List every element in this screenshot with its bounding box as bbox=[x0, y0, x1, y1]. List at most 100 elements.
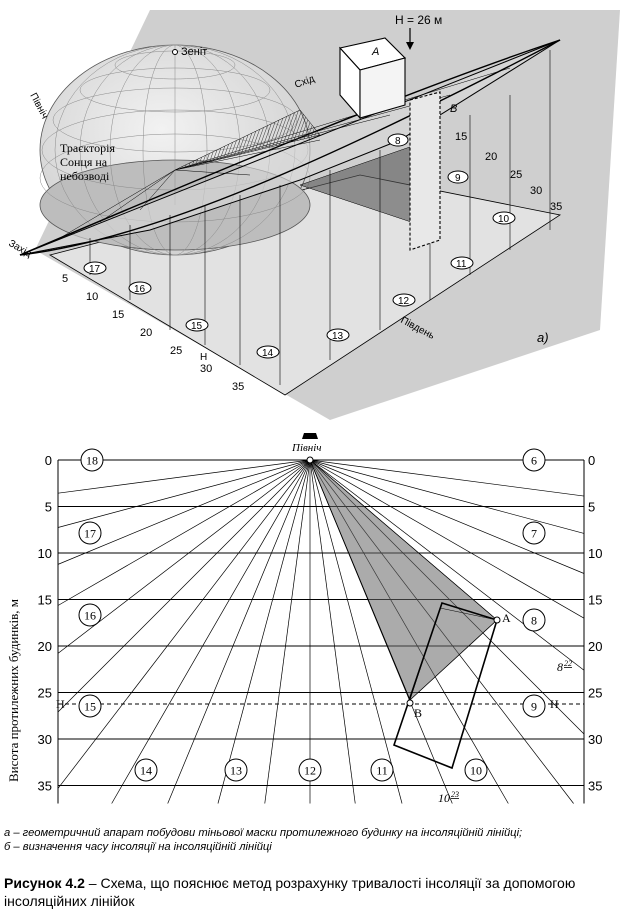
h-label: Н bbox=[200, 352, 207, 363]
svg-text:14: 14 bbox=[140, 764, 152, 778]
zenith-label: Зеніт bbox=[181, 46, 207, 58]
svg-text:11: 11 bbox=[456, 259, 467, 270]
level-label-right: 35 bbox=[588, 779, 602, 794]
svg-text:13: 13 bbox=[332, 331, 344, 342]
svg-text:6: 6 bbox=[531, 454, 537, 468]
figure-b-labels: Північ Н Н А В 8 22 10 23 Висота протиле… bbox=[6, 433, 572, 805]
svg-text:18: 18 bbox=[86, 454, 98, 468]
level-label-left: 15 bbox=[38, 593, 52, 608]
left-axis-25: 25 bbox=[170, 345, 182, 357]
level-label-right: 25 bbox=[588, 686, 602, 701]
trajectory-line-3: небозводі bbox=[60, 169, 110, 183]
left-axis-5: 5 bbox=[62, 273, 68, 285]
hour-circle-7: 7 bbox=[522, 521, 546, 545]
point-b-label: В bbox=[450, 103, 457, 115]
level-label-right: 0 bbox=[588, 453, 595, 468]
time-line bbox=[111, 459, 311, 804]
right-axis-35: 35 bbox=[550, 201, 562, 213]
point-b-label: В bbox=[414, 706, 422, 720]
level-label-right: 20 bbox=[588, 639, 602, 654]
right-axis-30: 30 bbox=[530, 185, 542, 197]
hour-circle-13: 13 bbox=[224, 758, 248, 782]
hour-circle-14: 14 bbox=[134, 758, 158, 782]
time-a-hour: 8 bbox=[557, 660, 563, 674]
svg-text:16: 16 bbox=[134, 284, 146, 295]
time-line bbox=[264, 459, 311, 804]
figure-b-diagram: Північ Н Н А В 8 22 10 23 Висота протиле… bbox=[6, 433, 602, 805]
level-label-right: 15 bbox=[588, 593, 602, 608]
opposite-building bbox=[338, 37, 441, 251]
hour-circle-10: 10 bbox=[464, 758, 488, 782]
figure-caption: Рисунок 4.2 – Схема, що пояснює метод ро… bbox=[4, 874, 616, 910]
right-axis-20: 20 bbox=[485, 151, 497, 163]
svg-text:8: 8 bbox=[395, 136, 401, 147]
left-axis-35: 35 bbox=[232, 381, 244, 393]
time-line bbox=[57, 459, 311, 528]
hour-circle-11: 11 bbox=[370, 758, 394, 782]
left-axis-20: 20 bbox=[140, 327, 152, 339]
time-b-minute: 23 bbox=[451, 790, 459, 799]
time-line bbox=[309, 459, 585, 574]
svg-text:15: 15 bbox=[84, 700, 96, 714]
hour-mark-13: 13 bbox=[326, 328, 350, 342]
svg-text:12: 12 bbox=[398, 296, 410, 307]
time-line bbox=[309, 459, 403, 804]
west-label: Захід bbox=[7, 238, 34, 260]
hour-mark-11: 11 bbox=[450, 256, 474, 270]
time-line bbox=[309, 459, 585, 619]
time-line bbox=[57, 459, 311, 654]
hour-circle-8: 8 bbox=[522, 608, 546, 632]
time-a-minute: 22 bbox=[564, 659, 572, 668]
point-a-label: А bbox=[371, 46, 379, 58]
caption-b-prefix: б bbox=[4, 841, 11, 853]
hour-circle-16: 16 bbox=[78, 603, 102, 627]
svg-text:17: 17 bbox=[84, 527, 96, 541]
time-line bbox=[309, 459, 585, 671]
hour-mark-14: 14 bbox=[256, 345, 280, 359]
ruler-grid bbox=[57, 459, 585, 804]
hour-circle-18: 18 bbox=[80, 448, 104, 472]
hour-mark-15: 15 bbox=[185, 318, 209, 332]
svg-text:9: 9 bbox=[531, 700, 537, 714]
hour-mark-12: 12 bbox=[392, 293, 416, 307]
level-label-left: 30 bbox=[38, 732, 52, 747]
figure-label: Рисунок 4.2 bbox=[4, 875, 85, 891]
svg-text:11: 11 bbox=[376, 764, 388, 778]
h-left-label: Н bbox=[56, 697, 65, 711]
time-line bbox=[57, 459, 311, 606]
shadow-mask bbox=[309, 459, 498, 701]
hour-circle-9: 9 bbox=[522, 694, 546, 718]
svg-text:7: 7 bbox=[531, 527, 537, 541]
time-b-hour: 10 bbox=[438, 791, 450, 805]
svg-text:17: 17 bbox=[89, 264, 101, 275]
building-footprint bbox=[392, 602, 498, 770]
time-line bbox=[57, 459, 311, 713]
svg-text:13: 13 bbox=[230, 764, 242, 778]
time-line bbox=[167, 459, 311, 804]
point-a-label: А bbox=[502, 611, 511, 625]
time-line bbox=[309, 459, 585, 497]
level-label-left: 10 bbox=[38, 546, 52, 561]
north-label: Північ bbox=[27, 91, 50, 121]
level-label-right: 10 bbox=[588, 546, 602, 561]
figure-caption-text: – Схема, що пояснює метод розрахунку три… bbox=[4, 875, 576, 909]
level-label-left: 25 bbox=[38, 686, 52, 701]
hour-circle-15: 15 bbox=[78, 694, 102, 718]
level-label-left: 20 bbox=[38, 639, 52, 654]
right-axis-25: 25 bbox=[510, 169, 522, 181]
level-label-right: 30 bbox=[588, 732, 602, 747]
time-line bbox=[309, 459, 585, 534]
time-line bbox=[309, 459, 356, 804]
hour-mark-10: 10 bbox=[492, 211, 516, 225]
hour-mark-9: 9 bbox=[447, 170, 469, 184]
time-line bbox=[57, 459, 311, 494]
svg-text:14: 14 bbox=[262, 348, 274, 359]
hour-mark-17: 17 bbox=[83, 261, 107, 275]
trajectory-line-2: Сонця на bbox=[60, 155, 108, 169]
north-marker-icon bbox=[302, 433, 318, 439]
caption-b-text: – визначення часу інсоляції на інсоляцій… bbox=[10, 841, 272, 853]
hour-mark-16: 16 bbox=[128, 281, 152, 295]
svg-text:10: 10 bbox=[498, 214, 510, 225]
level-label-right: 5 bbox=[588, 500, 595, 515]
time-line bbox=[57, 459, 311, 565]
